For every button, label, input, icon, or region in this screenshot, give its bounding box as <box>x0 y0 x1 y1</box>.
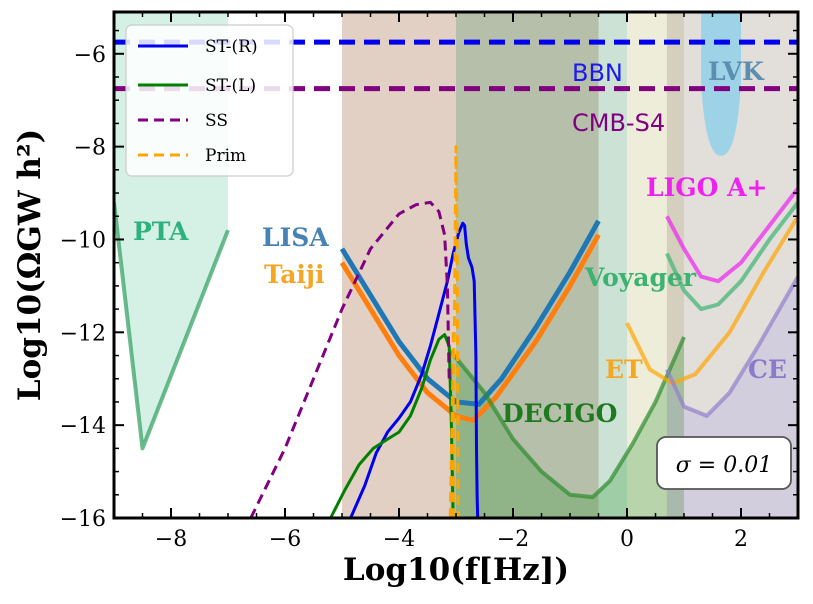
label-decigo: DECIGO <box>502 399 617 428</box>
sigma-box <box>656 436 792 490</box>
label-ligo-aplus: LIGO A+ <box>646 173 767 202</box>
y-tick-label: −16 <box>60 507 106 532</box>
legend: ST-(R) ST-(L) SS Prim <box>125 24 294 177</box>
label-ce: CE <box>748 355 787 384</box>
y-axis-title: Log10(ΩGW h²) <box>12 129 48 401</box>
region-decigo-fill <box>450 337 684 518</box>
x-tick-label: −2 <box>497 527 529 552</box>
label-cmb-s4: CMB-S4 <box>572 109 665 137</box>
label-taiji: Taiji <box>264 260 324 289</box>
x-tick-label: −8 <box>155 527 187 552</box>
signal-series <box>249 145 480 518</box>
label-lisa: LISA <box>262 223 329 252</box>
region-lvk <box>701 12 741 156</box>
label-pta: PTA <box>133 217 189 246</box>
series-prim <box>448 145 460 518</box>
series-ss <box>249 200 451 518</box>
sigma-annotation: σ = 0.01 <box>656 436 792 490</box>
legend-box <box>125 24 294 177</box>
x-tick-label: −6 <box>269 527 301 552</box>
curve-ce <box>665 275 798 418</box>
legend-label-st-l: ST-(L) <box>205 76 256 96</box>
sensitivity-curves <box>114 187 798 500</box>
label-voyager: Voyager <box>584 263 697 292</box>
x-axis-title: Log10(f[Hz]) <box>343 552 569 588</box>
y-tick-label: −6 <box>74 43 106 68</box>
y-tick-label: −10 <box>60 228 106 253</box>
curve-voyager <box>665 201 798 312</box>
curve-et <box>625 215 798 386</box>
y-tick-label: −8 <box>74 136 106 161</box>
curve-pta <box>114 202 230 451</box>
label-et: ET <box>605 355 643 384</box>
curve-ligo-a <box>665 187 798 284</box>
x-tick-label: 2 <box>734 527 748 552</box>
legend-label-ss: SS <box>205 111 228 131</box>
x-tick-label: 0 <box>620 527 634 552</box>
legend-label-prim: Prim <box>205 146 246 166</box>
curve-decigo <box>448 336 686 500</box>
label-lvk: LVK <box>708 57 765 86</box>
region-band-2 <box>456 12 627 518</box>
plot-frame <box>112 10 800 520</box>
y-tick-label: −12 <box>60 321 106 346</box>
y-tick-label: −14 <box>60 414 106 439</box>
x-tick-label: −4 <box>383 527 415 552</box>
legend-label-st-r: ST-(R) <box>205 37 258 57</box>
region-labels: PTA LISA Taiji DECIGO ET CE Voyager LIGO… <box>133 57 787 428</box>
label-bbn: BBN <box>572 59 623 87</box>
sigma-text: σ = 0.01 <box>676 453 772 478</box>
curve-lisa <box>339 219 601 407</box>
curve-taiji <box>339 233 601 423</box>
